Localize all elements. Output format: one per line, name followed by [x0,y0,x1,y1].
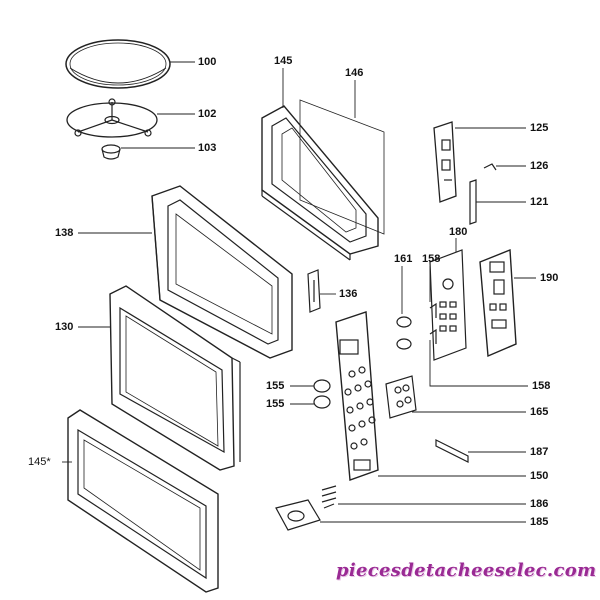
label-146: 146 [345,67,364,79]
label-121: 121 [530,196,549,208]
buttons-155 [313,379,331,409]
turntable-tray [65,39,171,89]
label-187: 187 [530,446,549,458]
door-glass [67,409,219,593]
label-126: 126 [530,160,549,172]
label-145-star: 145* [28,456,51,468]
small-spring [483,163,497,171]
label-161: 161 [394,253,413,265]
label-185: 185 [530,516,549,528]
label-155-bottom: 155 [266,398,285,410]
keypad-rubber [385,375,417,419]
label-138: 138 [55,227,74,239]
clips-158 [429,302,437,344]
choke-film [299,99,385,235]
door-panel [109,285,241,471]
leader-lines [62,61,536,523]
label-102: 102 [198,108,217,120]
knob-161 [396,316,412,350]
push-rod [435,439,469,463]
label-130: 130 [55,321,74,333]
label-155-top: 155 [266,380,285,392]
label-158-bottom: 158 [532,380,551,392]
label-103: 103 [198,142,217,154]
latch-hook [307,269,321,313]
label-186: 186 [530,498,549,510]
door-frame [261,105,379,261]
label-180: 180 [449,226,468,238]
label-145: 145 [274,55,293,67]
coupler [101,144,121,160]
label-136: 136 [339,288,358,300]
label-100: 100 [198,56,217,68]
membrane-sheet [429,249,467,361]
label-190: 190 [540,272,559,284]
control-panel [335,311,379,481]
inner-door [151,185,293,359]
label-158-top: 158 [422,253,441,265]
push-button-185 [275,499,321,531]
label-150: 150 [530,470,549,482]
lever [469,179,477,225]
control-board [479,248,517,358]
pcb-bracket [433,121,457,203]
label-125: 125 [530,122,549,134]
label-165: 165 [530,406,549,418]
watermark: piecesdetacheeselec.com [336,560,597,581]
spring-186 [321,485,337,509]
roller-ring [66,98,158,138]
